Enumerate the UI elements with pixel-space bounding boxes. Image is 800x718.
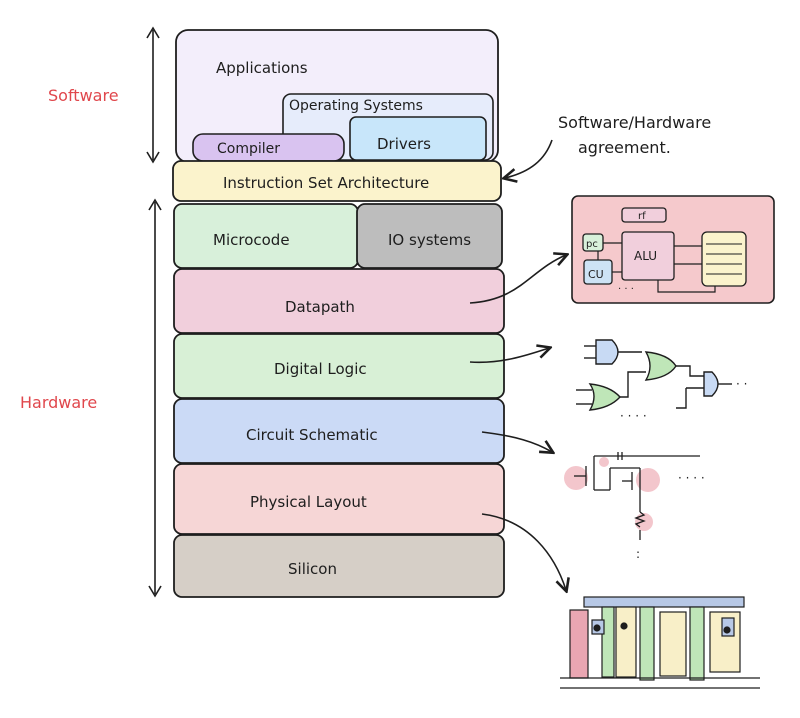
- circuit-schematic-arrow: [481, 431, 552, 452]
- microcode-label: Microcode: [213, 231, 290, 249]
- digital-logic-layer: [173, 333, 505, 399]
- hardware-span-bracket: [148, 198, 162, 598]
- memory-block: [701, 231, 747, 287]
- and-gate-2: [703, 371, 719, 397]
- drivers-layer: [349, 116, 487, 161]
- datapath-sketch: rf pc CU ALU · · ·: [571, 195, 775, 304]
- isa-label: Instruction Set Architecture: [223, 174, 429, 192]
- register-file-box: [621, 207, 667, 223]
- io-systems-layer: [356, 203, 503, 269]
- svg-text::: :: [636, 547, 640, 561]
- control-unit-label: CU: [588, 268, 604, 281]
- alu-label: ALU: [634, 249, 657, 263]
- logic-gates-sketch: [576, 339, 732, 411]
- physical-layout-sketch: [560, 596, 760, 689]
- software-label: Software: [48, 86, 119, 105]
- register-file-label: rf: [638, 211, 646, 222]
- datapath-label: Datapath: [285, 298, 355, 316]
- hardware-label: Hardware: [20, 393, 97, 412]
- io-systems-label: IO systems: [388, 231, 471, 249]
- physical-layout-arrow: [481, 513, 566, 590]
- alu-box: [621, 231, 675, 281]
- silicon-layer: [173, 534, 505, 598]
- svg-text:· · · ·: · · · ·: [678, 471, 705, 485]
- svg-text:· · ·: · · ·: [618, 284, 634, 295]
- agreement-annotation-line1: Software/Hardware: [558, 113, 711, 132]
- operating-systems-label: Operating Systems: [289, 98, 423, 114]
- datapath-arrow: [469, 255, 566, 304]
- drivers-label: Drivers: [377, 135, 431, 153]
- agreement-annotation-line2: agreement.: [578, 138, 671, 157]
- circuit-schematic-layer: [173, 398, 505, 464]
- silicon-label: Silicon: [288, 560, 337, 578]
- datapath-layer: [173, 268, 505, 334]
- applications-label: Applications: [216, 59, 308, 77]
- digital-logic-label: Digital Logic: [274, 360, 367, 378]
- or-gate-1: [644, 351, 677, 381]
- digital-logic-arrow: [469, 348, 549, 364]
- physical-layout-layer: [173, 463, 505, 535]
- or-gate-2: [588, 383, 621, 411]
- compiler-label: Compiler: [217, 141, 280, 157]
- pc-label: pc: [586, 239, 598, 250]
- circuit-schematic-label: Circuit Schematic: [246, 426, 378, 444]
- physical-layout-label: Physical Layout: [250, 493, 367, 511]
- transistor-schematic-sketch: · · · · :: [564, 452, 705, 561]
- svg-text:· ·: · ·: [736, 377, 747, 391]
- svg-text:· · · ·: · · · ·: [620, 409, 647, 423]
- agreement-arrow: [505, 139, 553, 178]
- software-span-bracket: [146, 26, 160, 164]
- and-gate-1: [595, 339, 619, 365]
